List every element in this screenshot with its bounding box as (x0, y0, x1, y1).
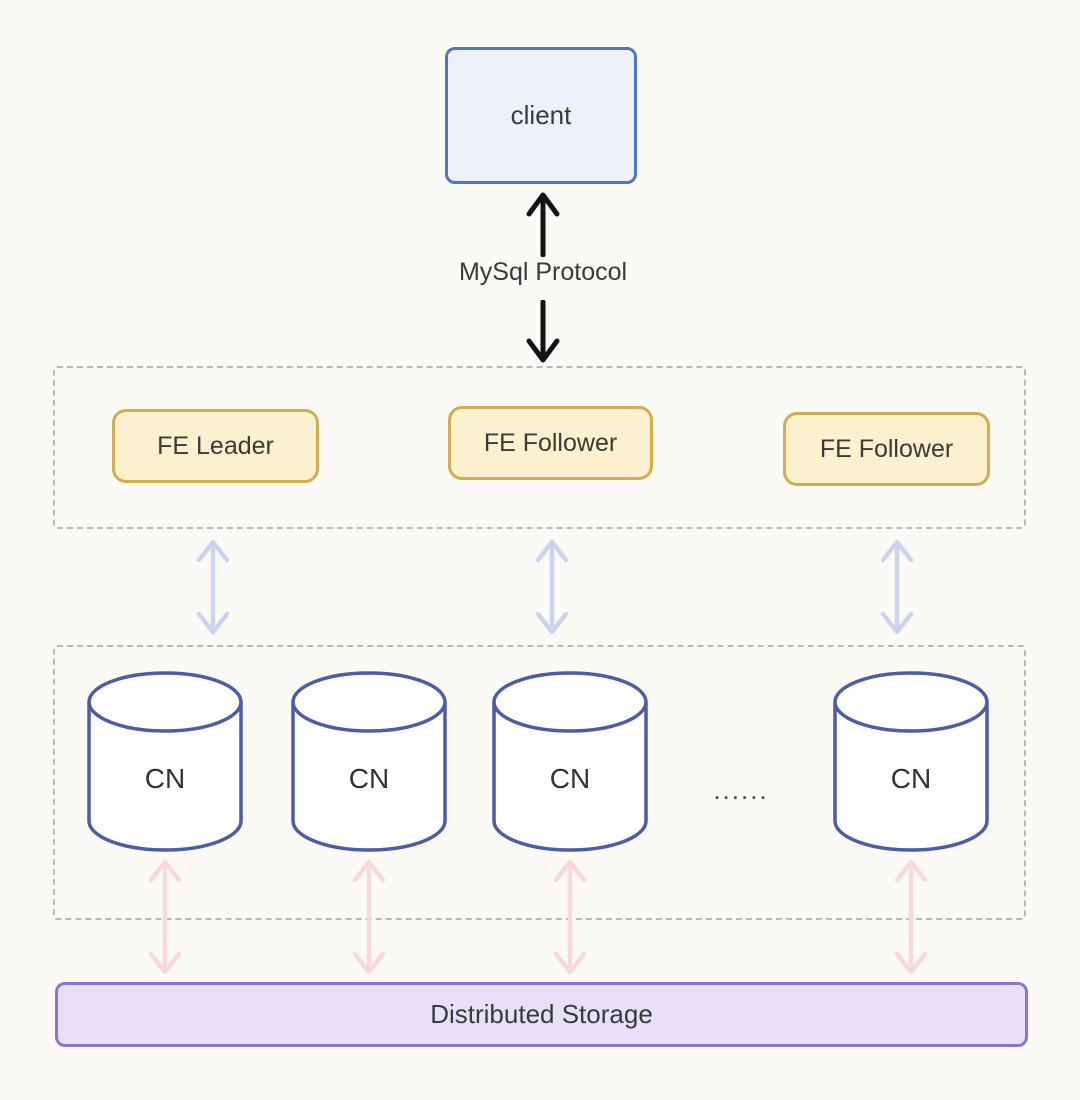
distributed-storage-node: Distributed Storage (55, 982, 1028, 1047)
fe-cn-double-arrow-icon (535, 539, 569, 635)
fe-follower-label: FE Follower (483, 428, 618, 457)
fe-layer-container (53, 366, 1026, 529)
cylinder-body (833, 702, 989, 852)
cn-storage-double-arrow-icon (148, 859, 182, 975)
fe-follower-node-2: FE Follower (783, 412, 990, 486)
cylinder-top (87, 671, 243, 733)
cn-storage-double-arrow-icon (352, 859, 386, 975)
protocol-arrow-up-icon (526, 192, 560, 257)
cn-layer-container (53, 645, 1026, 920)
cn-storage-double-arrow-icon (894, 859, 928, 975)
cylinder-top (492, 671, 648, 733)
cn-node-3: CN (492, 671, 648, 852)
cylinder-body (492, 702, 648, 852)
fe-follower-node-1: FE Follower (448, 406, 653, 480)
more-cn-ellipsis: ...... (713, 775, 769, 805)
cn-label: CN (550, 763, 590, 794)
cylinder-body (291, 702, 447, 852)
fe-leader-node: FE Leader (112, 409, 319, 483)
cn-label: CN (145, 763, 185, 794)
cylinder-top (291, 671, 447, 733)
fe-leader-label: FE Leader (157, 431, 274, 460)
protocol-label: MySql Protocol (458, 258, 628, 286)
protocol-arrow-down-icon (526, 300, 560, 363)
distributed-storage-label: Distributed Storage (430, 999, 653, 1029)
client-label: client (510, 100, 572, 130)
cn-label: CN (891, 763, 931, 794)
cn-node-2: CN (291, 671, 447, 852)
cn-storage-double-arrow-icon (553, 859, 587, 975)
fe-follower-label: FE Follower (819, 434, 954, 463)
cylinder-body (87, 702, 243, 852)
cn-node-1: CN (87, 671, 243, 852)
fe-cn-double-arrow-icon (196, 539, 230, 635)
fe-cn-double-arrow-icon (880, 539, 914, 635)
cn-label: CN (349, 763, 389, 794)
cylinder-top (833, 671, 989, 733)
cn-node-4: CN (833, 671, 989, 852)
client-node: client (445, 47, 637, 184)
